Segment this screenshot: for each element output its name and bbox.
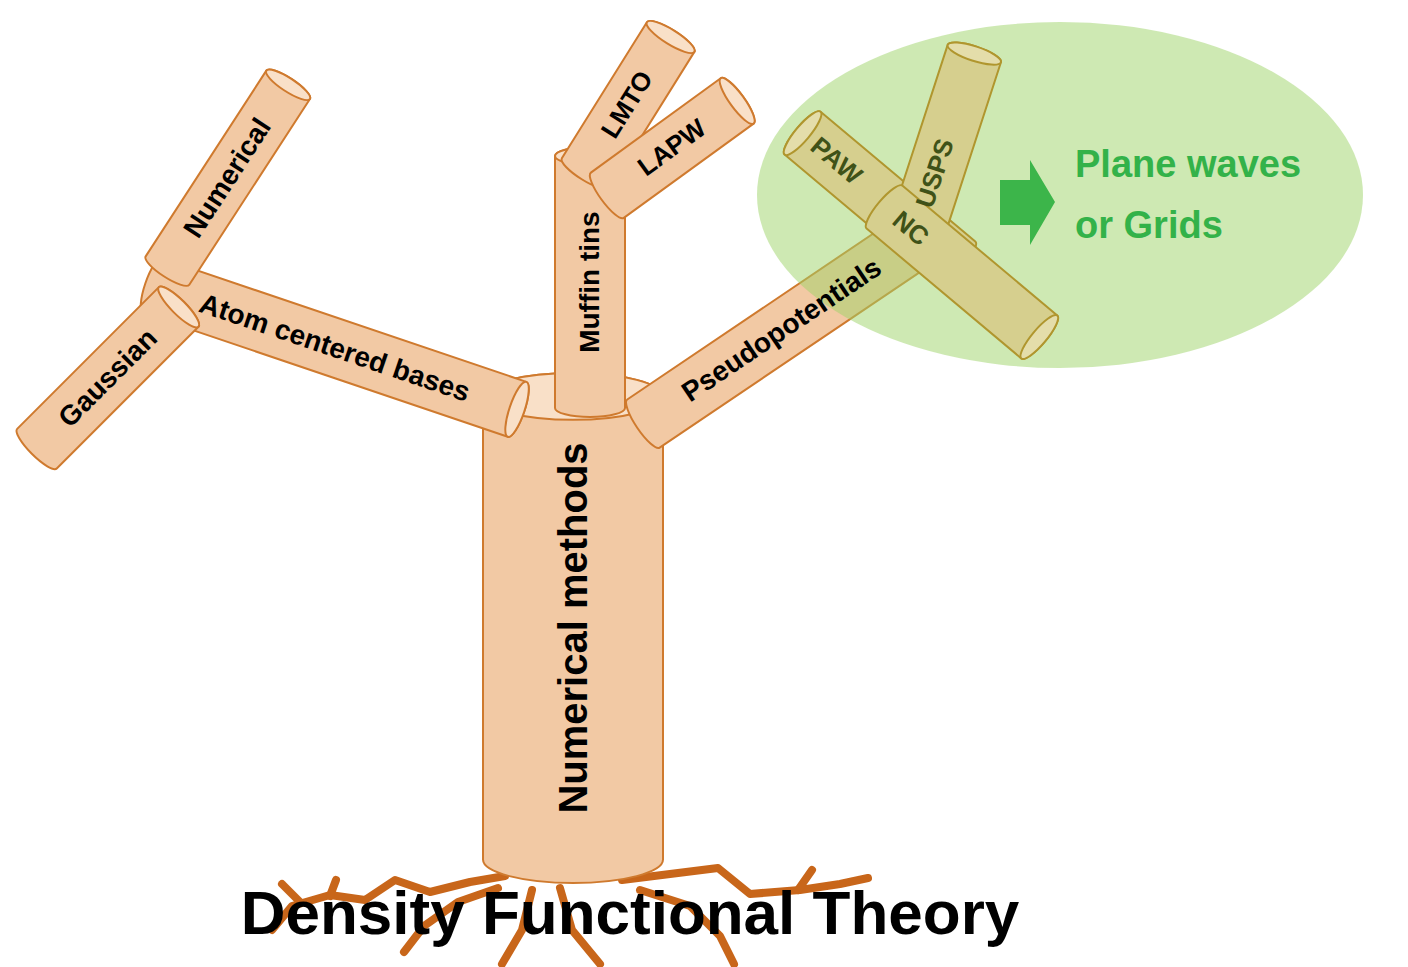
highlight-ellipse: Plane waves or GridsPAWUSPSNC (755, 20, 1365, 370)
cylinder-body (483, 373, 663, 883)
cylinder-branch: NC (861, 181, 1063, 363)
cylinder-cap (154, 282, 204, 332)
cylinder-branch: Numerical (142, 65, 314, 290)
highlight-ellipse-fill (757, 22, 1363, 368)
cylinder-cap (643, 16, 698, 58)
branch-label: Atom centered bases (196, 287, 475, 408)
cylinder-shape (861, 181, 1063, 363)
label-holder: Density Functional Theory (0, 876, 1260, 950)
branch-label: NC (883, 201, 1041, 343)
cylinder-branch: Numerical methods (483, 373, 663, 883)
cylinder-body (142, 65, 314, 290)
cylinder-branch: Atom centered bases (136, 256, 533, 439)
branch-label: Pseudopotentials (676, 251, 887, 408)
cylinder-cap (263, 65, 314, 105)
branch-label: Numerical methods (550, 442, 596, 813)
cylinder-branch: Gaussian (12, 282, 204, 474)
branch-label: Muffin tins (574, 211, 606, 353)
cylinder-body (585, 74, 759, 222)
block-arrow (1000, 160, 1055, 245)
cylinder-cap (501, 380, 534, 440)
root-title: Density Functional Theory (241, 876, 1020, 950)
cylinder-cap (715, 74, 760, 128)
cylinder-cap (1016, 311, 1063, 363)
cylinder-body (12, 282, 204, 474)
cylinder-body (861, 181, 1063, 363)
cylinder-cap (945, 38, 1003, 69)
cylinder-body (136, 256, 533, 439)
region-label: Plane waves or Grids (1075, 134, 1326, 256)
cylinder-branch: LAPW (585, 74, 759, 222)
